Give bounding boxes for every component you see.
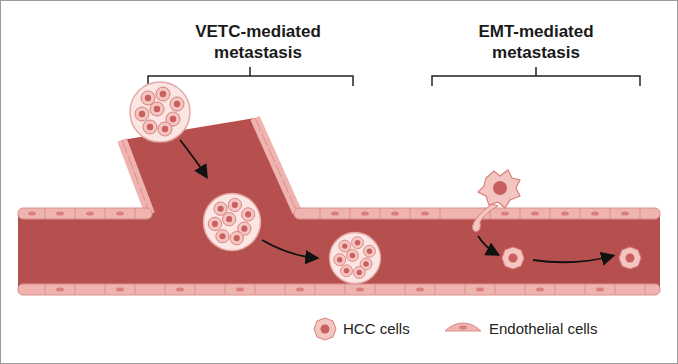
legend-label: Endothelial cells [489, 320, 597, 338]
section-heading: EMT-mediated metastasis [456, 21, 616, 63]
legend-label: HCC cells [343, 320, 410, 338]
section-heading: VETC-mediated metastasis [178, 21, 338, 63]
